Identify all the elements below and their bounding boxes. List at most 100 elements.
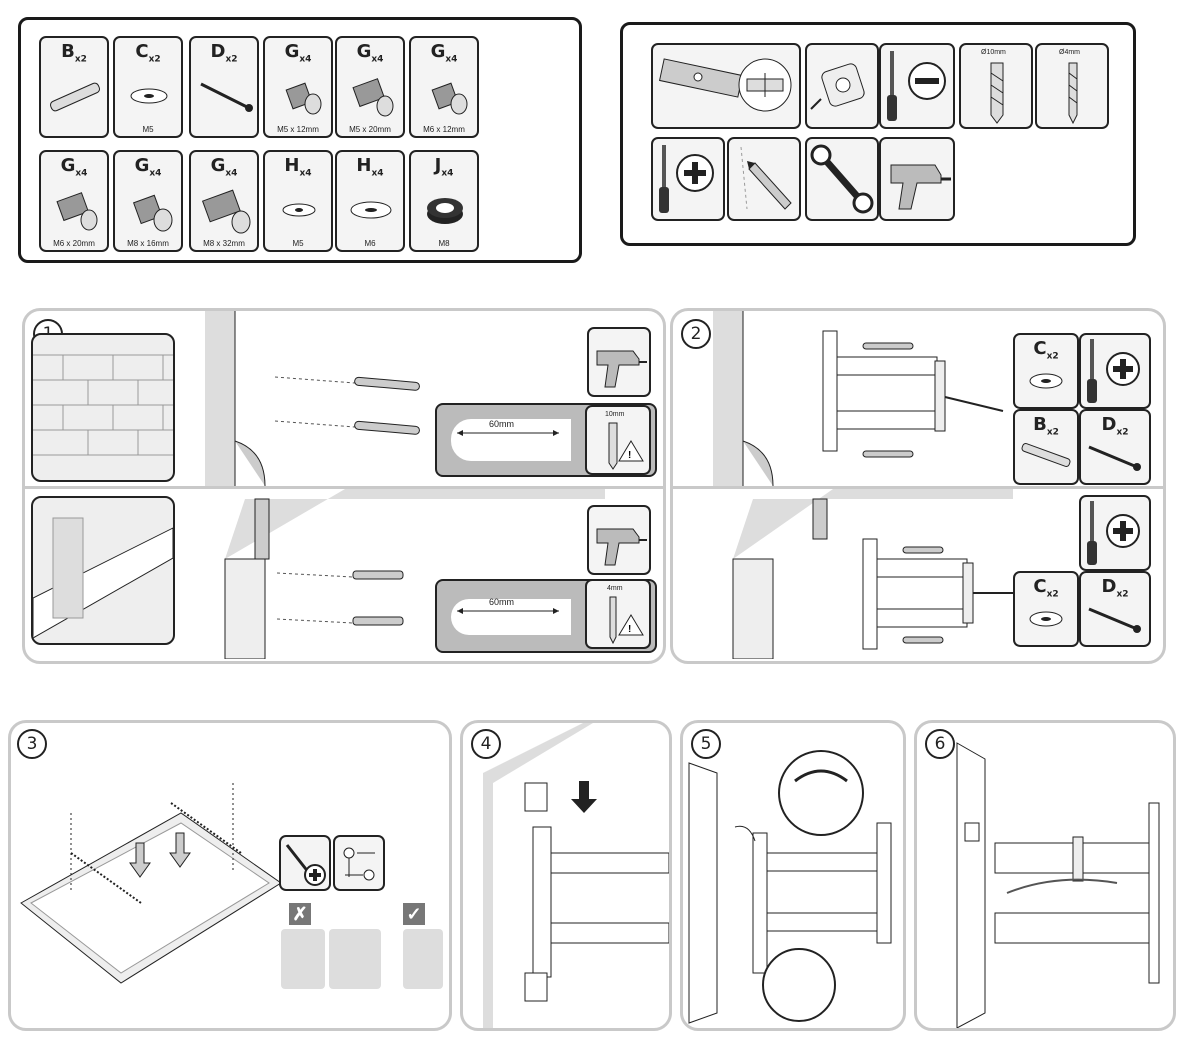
part-size: M6 x 12mm: [423, 125, 465, 134]
part-letter: G: [284, 41, 300, 62]
washer-c-tile-bottom: Cx2: [1013, 571, 1079, 647]
drill-tile-top: [587, 327, 651, 397]
part-size: M6: [364, 239, 376, 248]
part-g-icon: [431, 82, 468, 115]
part-qty: x4: [441, 168, 454, 179]
step-2-panel: 2 Cx2 Bx2 Dx2: [670, 308, 1166, 664]
part-size: M5 x 12mm: [277, 125, 319, 134]
screwdriver-tile-top: [1079, 333, 1151, 409]
step-5-number: 5: [691, 729, 721, 759]
step-3-number: 3: [17, 729, 47, 759]
drill-bit-tile-bottom: 4mm !: [585, 579, 651, 649]
step-1-top-scene: [205, 311, 420, 486]
drill-bit-4mm-icon: Ø4mm: [1035, 43, 1109, 129]
part-size: M5: [292, 239, 304, 248]
step-1-panel: 1 60mm 10mm !: [22, 308, 666, 664]
part-letter: G: [430, 41, 446, 62]
step-4-number: 4: [471, 729, 501, 759]
part-qty: x4: [371, 54, 384, 65]
step-1-bottom-scene: [224, 489, 605, 659]
part-qty: x4: [225, 168, 238, 179]
part-b-tile: Bx2: [39, 36, 109, 138]
part-qty: x2: [148, 54, 161, 65]
part-letter: G: [60, 155, 76, 176]
anchor-b-tile: Bx2: [1013, 409, 1079, 485]
drill-tile-bottom: [587, 505, 651, 575]
flat-screwdriver-icon: [879, 43, 955, 129]
part-letter: G: [356, 41, 372, 62]
tape-measure-icon: [805, 43, 879, 129]
drill-bit-tile-top: 10mm !: [585, 405, 651, 475]
part-qty: x4: [299, 54, 312, 65]
brick-wall-illustration: [31, 333, 175, 482]
part-letter: J: [434, 155, 442, 176]
part-size: M8 x 16mm: [127, 239, 169, 248]
part-g-icon: [352, 78, 394, 117]
part-g-icon: [285, 82, 322, 115]
svg-text:!: !: [628, 624, 631, 635]
part-letter: H: [284, 155, 300, 176]
part-g-tile: Gx4 M8 x 16mm: [113, 150, 183, 252]
part-g-icon: [201, 189, 251, 234]
wrong-screw-diagram: [281, 929, 325, 989]
screw-choice-tile: [333, 835, 385, 891]
part-c-icon: [130, 88, 168, 104]
step-4-scene: [483, 723, 669, 1028]
pencil-mark-icon: [727, 137, 801, 221]
part-size: M5 x 20mm: [349, 125, 391, 134]
part-size: M6 x 20mm: [53, 239, 95, 248]
screwdriver-tile-bottom: [1079, 495, 1151, 571]
part-letter: H: [356, 155, 372, 176]
part-qty: x2: [225, 54, 238, 65]
part-qty: x4: [299, 168, 312, 179]
step-4-panel: 4: [460, 720, 672, 1031]
part-b-icon: [49, 82, 101, 112]
washer-c-tile-top: Cx2: [1013, 333, 1079, 409]
part-letter: C: [135, 41, 149, 62]
wrong-screw-label: ✗: [289, 903, 311, 925]
right-screw-diagram-b: [403, 929, 443, 989]
drill-bit-10mm-icon: Ø10mm: [959, 43, 1033, 129]
part-g-tile: Gx4 M6 x 20mm: [39, 150, 109, 252]
part-size: M8 x 32mm: [203, 239, 245, 248]
screw-d-tile-top: Dx2: [1079, 409, 1151, 485]
drywall-illustration: [31, 496, 175, 645]
right-screw-label: ✓: [403, 903, 425, 925]
part-size: M8: [438, 239, 450, 248]
part-letter: D: [210, 41, 226, 62]
part-qty: x2: [74, 54, 87, 65]
part-d-tile: Dx2: [189, 36, 259, 138]
power-drill-icon: [879, 137, 955, 221]
tools-list-box: Ø10mm Ø4mm: [620, 22, 1136, 246]
phillips-screwdriver-icon: [651, 137, 725, 221]
depth-label-top: 60mm: [489, 419, 515, 429]
part-qty: x4: [75, 168, 88, 179]
part-j-icon: [427, 198, 463, 224]
part-g-icon: [132, 194, 173, 232]
part-qty: x4: [371, 168, 384, 179]
wrench-icon: [805, 137, 879, 221]
screwdriver-tile-step3: [279, 835, 331, 891]
spirit-level-icon: [651, 43, 801, 129]
step-5-scene: [688, 750, 892, 1024]
part-letter: G: [134, 155, 150, 176]
step-3-tv-back: [20, 783, 282, 984]
part-size: M5: [142, 125, 154, 134]
depth-label-bottom: 60mm: [489, 597, 515, 607]
part-qty: x4: [149, 168, 162, 179]
part-h-icon: [282, 203, 316, 217]
step-3-panel: 3 ✗ ✓: [8, 720, 452, 1031]
part-g-icon: [56, 192, 98, 231]
part-d-icon: [200, 82, 253, 112]
screw-d-tile-bottom: Dx2: [1079, 571, 1151, 647]
step-6-number: 6: [925, 729, 955, 759]
step-5-panel: 5: [680, 720, 906, 1031]
svg-text:!: !: [628, 450, 631, 461]
part-letter: G: [210, 155, 226, 176]
part-g-tile: Gx4 M5 x 20mm: [335, 36, 405, 138]
